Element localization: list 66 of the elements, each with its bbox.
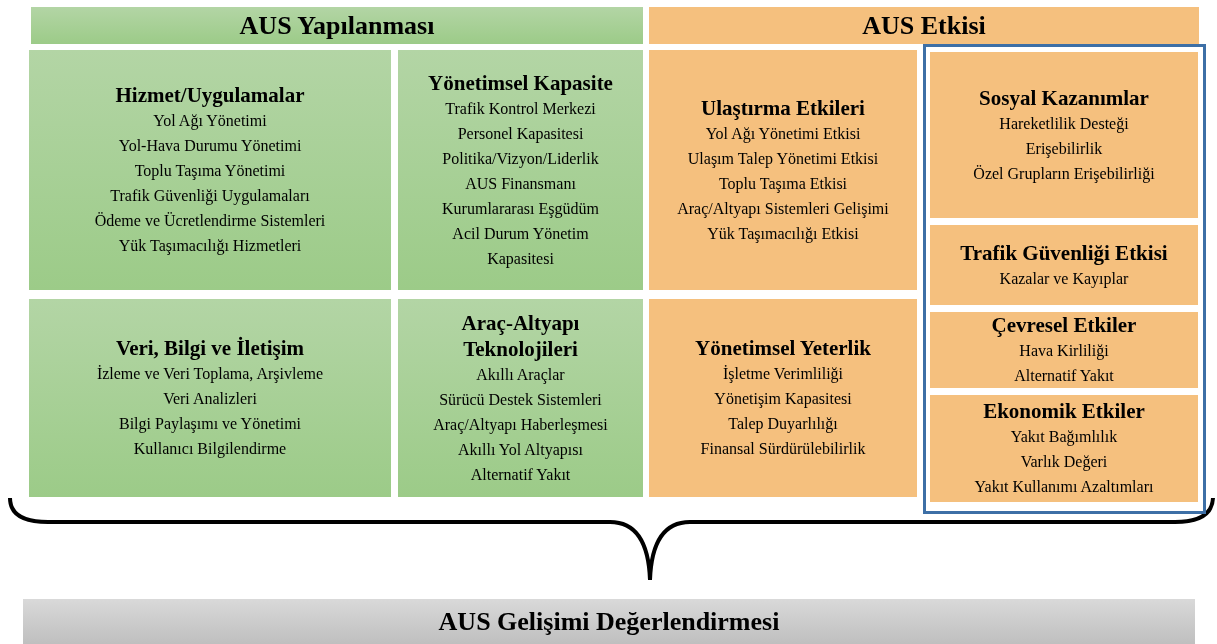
title-band xyxy=(23,599,1195,644)
list-item: Alternatif Yakıt xyxy=(1014,366,1114,386)
category-box xyxy=(398,50,643,290)
list-item: Finansal Sürdürülebilirlik xyxy=(700,439,866,459)
list-item: Ulaşım Talep Yönetimi Etkisi xyxy=(687,148,879,170)
list-item: Yol Ağı Yönetimi xyxy=(153,111,267,132)
title-band xyxy=(31,7,643,44)
list-item: Yük Taşımacılığı Hizmetleri xyxy=(118,236,302,257)
list-item: Toplu Taşıma Yönetimi xyxy=(134,161,286,182)
box-heading: Trafik Güvenliği Etkisi xyxy=(960,239,1168,266)
band-title: AUS Etkisi xyxy=(862,10,986,41)
list-item: Araç/Altyapı Sistemleri Gelişimi xyxy=(677,198,889,220)
category-box xyxy=(930,312,1198,388)
box-heading: Ulaştırma Etkileri xyxy=(701,94,865,121)
list-item: Özel Grupların Erişebilirliği xyxy=(973,163,1155,185)
list-item: Toplu Taşıma Etkisi xyxy=(718,173,848,195)
category-box xyxy=(649,299,917,497)
list-item: Sürücü Destek Sistemleri xyxy=(439,389,602,410)
list-item: İşletme Verimliliği xyxy=(722,364,844,385)
list-item: Araç/Altyapı Haberleşmesi xyxy=(433,414,608,436)
category-box xyxy=(29,50,391,290)
list-item: Yakıt Bağımlılık xyxy=(1010,427,1118,448)
list-item: Akıllı Yol Altyapısı xyxy=(458,439,583,461)
box-heading: Sosyal Kazanımlar xyxy=(979,84,1149,111)
box-heading: Hizmet/Uygulamalar xyxy=(115,82,305,108)
list-item: Yük Taşımacılığı Etkisi xyxy=(707,223,859,245)
box-heading: Veri, Bilgi ve İletişim xyxy=(115,335,305,361)
list-item: Alternatif Yakıt xyxy=(470,464,571,485)
band-title: AUS Yapılanması xyxy=(239,10,435,41)
list-item: Talep Duyarlılığı xyxy=(728,414,838,435)
category-box xyxy=(398,299,643,497)
list-item: Varlık Değeri xyxy=(1020,452,1108,473)
list-item: Trafik Güvenliği Uygulamaları xyxy=(110,186,310,207)
list-item: Trafik Kontrol Merkezi xyxy=(445,98,596,119)
box-heading: Yönetimsel Kapasite xyxy=(428,69,613,96)
list-item: Kullanıcı Bilgilendirme xyxy=(133,439,287,460)
box-heading: Yönetimsel Yeterlik xyxy=(695,335,871,361)
category-box xyxy=(649,50,917,290)
list-item: Ödeme ve Ücretlendirme Sistemleri xyxy=(94,211,326,231)
list-item: Kurumlararası Eşgüdüm xyxy=(442,198,599,220)
list-item: Yakıt Kullanımı Azaltımları xyxy=(974,477,1154,497)
category-box xyxy=(930,395,1198,502)
list-item: Veri Analizleri xyxy=(163,389,257,409)
category-box xyxy=(930,52,1198,218)
title-band xyxy=(649,7,1199,44)
list-item: Acil Durum Yönetim Kapasitesi xyxy=(451,223,590,270)
list-item: Bilgi Paylaşımı ve Yönetimi xyxy=(118,414,302,435)
category-box xyxy=(930,225,1198,305)
box-heading: Ekonomik Etkiler xyxy=(983,398,1145,424)
list-item: Kazalar ve Kayıplar xyxy=(999,268,1129,290)
list-item: Yönetişim Kapasitesi xyxy=(714,389,852,410)
box-heading: Araç-Altyapı Teknolojileri xyxy=(460,309,581,362)
list-item: İzleme ve Veri Toplama, Arşivleme xyxy=(96,364,324,385)
box-heading: Çevresel Etkiler xyxy=(991,312,1137,338)
list-item: Politika/Vizyon/Liderlik xyxy=(442,148,599,170)
list-item: Erişebilirlik xyxy=(1025,138,1103,160)
list-item: AUS Finansmanı xyxy=(465,173,576,194)
category-box xyxy=(29,299,391,497)
list-item: Hareketlilik Desteği xyxy=(999,113,1129,135)
group-frame xyxy=(923,44,1206,514)
list-item: Personel Kapasitesi xyxy=(457,123,584,145)
list-item: Yol-Hava Durumu Yönetimi xyxy=(118,136,302,156)
list-item: Hava Kirliliği xyxy=(1019,341,1109,362)
band-title: AUS Gelişimi Değerlendirmesi xyxy=(438,606,780,637)
list-item: Akıllı Araçlar xyxy=(476,364,565,386)
list-item: Yol Ağı Yönetimi Etkisi xyxy=(705,123,861,145)
